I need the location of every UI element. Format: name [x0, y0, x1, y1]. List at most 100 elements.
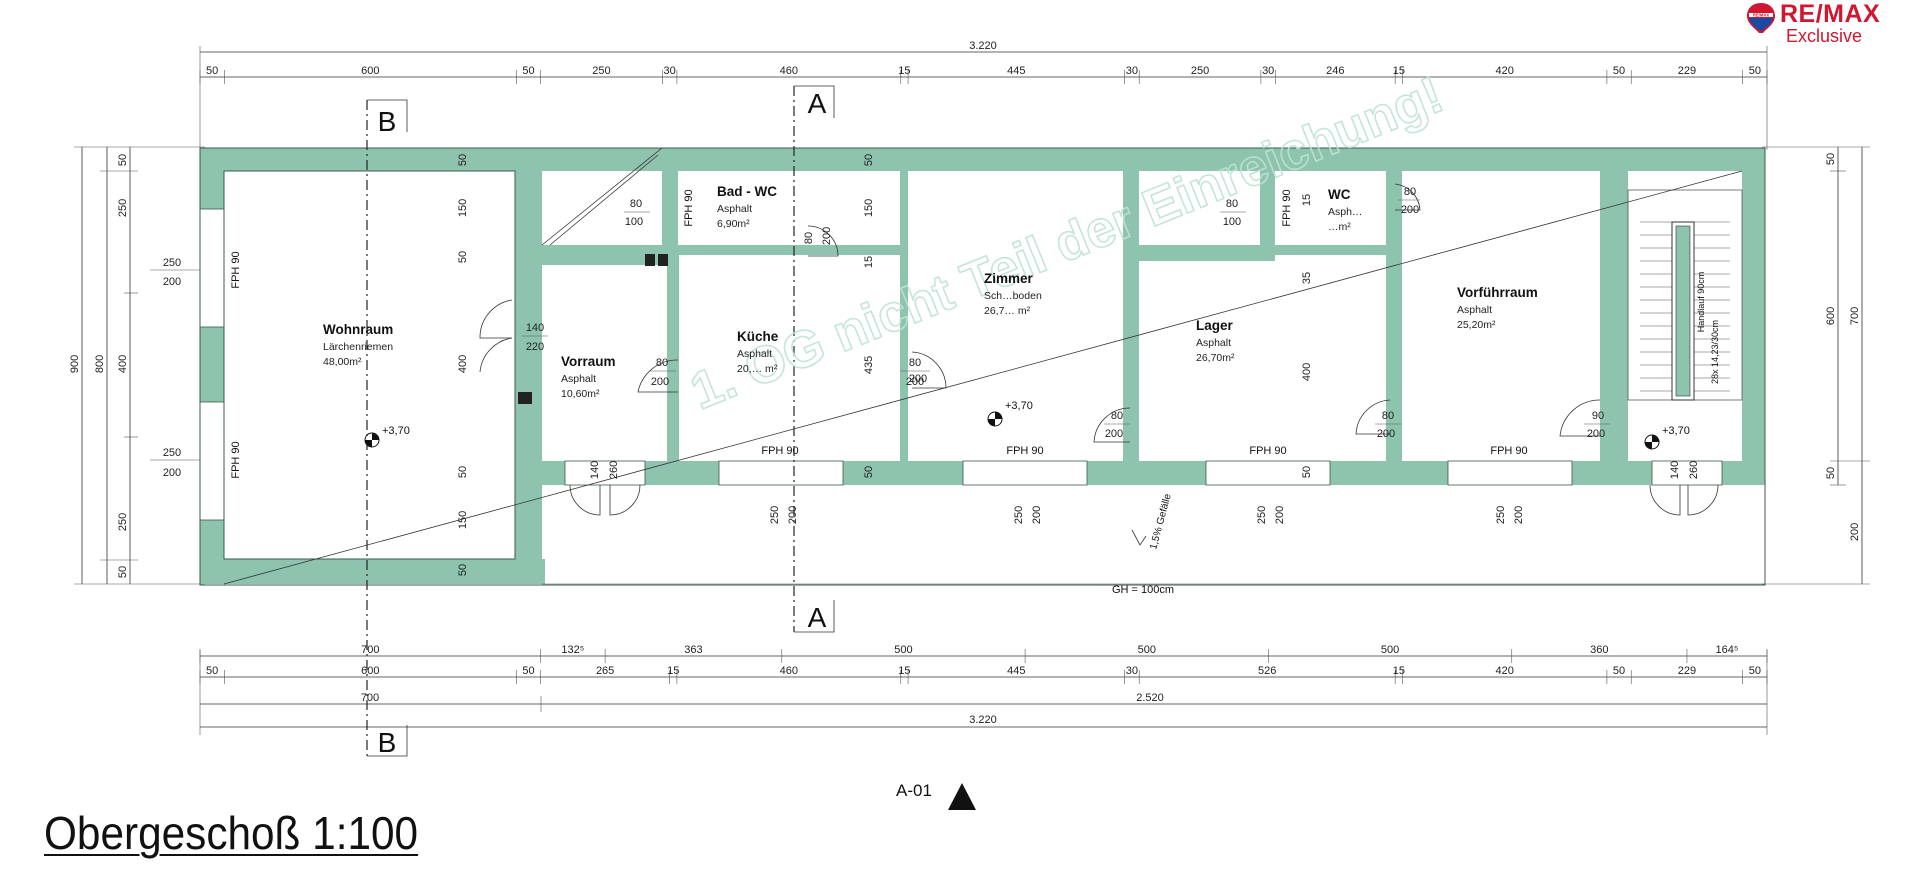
svg-text:Asphalt: Asphalt — [1196, 337, 1231, 349]
brand-sub: Exclusive — [1786, 26, 1863, 46]
svg-text:140: 140 — [526, 322, 544, 334]
right-dimensions: 50 600 50 700 200 — [1762, 146, 1870, 585]
section-mark-b-bottom: B — [378, 727, 397, 758]
chimney-markers — [518, 254, 668, 404]
slope-label: 1,5% Gefälle — [1148, 492, 1174, 551]
bottom-dim-row2-label: 50 — [206, 665, 218, 677]
svg-text:150: 150 — [457, 199, 469, 217]
svg-text:80: 80 — [1111, 410, 1123, 422]
level-wohnraum: +3,70 — [382, 425, 410, 437]
svg-text:80: 80 — [1226, 198, 1238, 210]
svg-text:FPH 90: FPH 90 — [230, 251, 242, 288]
top-dim-label: 50 — [206, 65, 218, 77]
svg-text:80: 80 — [1404, 186, 1416, 198]
svg-text:80: 80 — [656, 357, 668, 369]
room-labels: Wohnraum Lärchenriemen 48,00m² Vorraum A… — [323, 184, 1538, 400]
left-dim-c: 400 — [117, 355, 129, 373]
svg-text:Asphalt: Asphalt — [1457, 304, 1492, 316]
door-dimensions: 140 220 80 200 80 100 80 200 80 200 80 1… — [522, 186, 1610, 440]
svg-text:FPH 90: FPH 90 — [1006, 445, 1043, 457]
left-dim-900: 900 — [69, 355, 81, 373]
level-markers: +3,70 +3,70 +3,70 — [364, 400, 1690, 450]
level-zimmer: +3,70 — [1005, 400, 1033, 412]
section-lines: B B A A — [366, 85, 835, 758]
svg-text:200: 200 — [1274, 506, 1286, 524]
svg-text:Asphalt: Asphalt — [737, 348, 772, 360]
left-window-dim-2a: 250 — [163, 447, 181, 459]
svg-text:250: 250 — [1256, 506, 1268, 524]
top-dim-label: 50 — [522, 65, 534, 77]
svg-text:Bad - WC: Bad - WC — [717, 184, 777, 199]
doors — [479, 183, 1719, 516]
room-bad-wc: Bad - WC Asphalt 6,90m² — [717, 184, 777, 230]
svg-text:FPH 90: FPH 90 — [230, 441, 242, 478]
drawing-title: Obergeschoß 1:100 — [44, 807, 419, 859]
level-stair: +3,70 — [1662, 425, 1690, 437]
svg-text:50: 50 — [863, 154, 875, 166]
left-dim-b: 250 — [117, 199, 129, 217]
svg-text:Wohnraum: Wohnraum — [323, 322, 393, 337]
staircase: Handlauf 90cm 28x 14,23/30cm — [1627, 189, 1743, 401]
svg-text:250: 250 — [1495, 506, 1507, 524]
top-dim-label: 30 — [1262, 65, 1274, 77]
window-labels: FPH 90 FPH 90 FPH 90 FPH 90 FPH 90 FPH 9… — [230, 189, 1528, 478]
svg-text:50: 50 — [457, 466, 469, 478]
bottom-dim-row2-label: 50 — [1749, 665, 1761, 677]
svg-text:400: 400 — [1301, 363, 1313, 381]
bottom-dim-row1-label: 363 — [684, 644, 702, 656]
section-mark-b-top: B — [378, 106, 397, 137]
bottom-dim-row1-label: 500 — [1381, 644, 1399, 656]
svg-text:…m²: …m² — [1328, 221, 1351, 233]
svg-text:260: 260 — [608, 461, 620, 479]
bottom-dim-row1-label: 700 — [361, 644, 379, 656]
bottom-dim-row1-label: 500 — [894, 644, 912, 656]
svg-text:260: 260 — [1688, 461, 1700, 479]
left-window-dim-1b: 200 — [163, 276, 181, 288]
window-openings — [199, 208, 1723, 521]
bottom-dim-row1-label: 500 — [1138, 644, 1156, 656]
svg-text:35: 35 — [1301, 272, 1313, 284]
svg-text:80: 80 — [1382, 410, 1394, 422]
bottom-dim-row2-label: 50 — [522, 665, 534, 677]
bottom-dim-row2-label: 526 — [1258, 665, 1276, 677]
left-dim-800: 800 — [94, 355, 106, 373]
bottom-dim-row2-label: 30 — [1126, 665, 1138, 677]
top-dim-label: 460 — [780, 65, 798, 77]
left-dimensions: 900 800 50 250 400 250 50 250 200 250 20… — [69, 146, 205, 585]
top-dim-label: 50 — [1749, 65, 1761, 77]
svg-text:100: 100 — [625, 216, 643, 228]
svg-text:200: 200 — [909, 373, 927, 385]
bottom-dim-row2-label: 15 — [1393, 665, 1405, 677]
svg-text:Sch…boden: Sch…boden — [984, 290, 1042, 302]
svg-text:150: 150 — [863, 199, 875, 217]
svg-text:400: 400 — [457, 355, 469, 373]
svg-text:200: 200 — [1513, 506, 1525, 524]
right-dim-c: 50 — [1825, 467, 1837, 479]
svg-text:20,… m²: 20,… m² — [737, 363, 778, 375]
svg-text:Lager: Lager — [1196, 318, 1234, 333]
svg-text:50: 50 — [457, 251, 469, 263]
svg-text:200: 200 — [1377, 428, 1395, 440]
bottom-dim-row1-label: 360 — [1590, 644, 1608, 656]
gh-label: GH = 100cm — [1112, 584, 1174, 596]
top-dim-label: 229 — [1678, 65, 1696, 77]
svg-text:200: 200 — [651, 376, 669, 388]
svg-text:FPH 90: FPH 90 — [1249, 445, 1286, 457]
left-dim-e: 50 — [117, 566, 129, 578]
top-dim-label: 250 — [592, 65, 610, 77]
bottom-dim-row1-label: 132⁵ — [561, 644, 584, 656]
svg-text:80: 80 — [630, 198, 642, 210]
bottom-dim-2520: 2.520 — [1136, 692, 1164, 704]
svg-text:26,7… m²: 26,7… m² — [984, 305, 1031, 317]
svg-text:435: 435 — [863, 356, 875, 374]
svg-text:200: 200 — [906, 376, 924, 388]
top-dim-label: 420 — [1496, 65, 1514, 77]
svg-text:50: 50 — [863, 466, 875, 478]
svg-text:50: 50 — [457, 564, 469, 576]
north-arrow-icon — [948, 783, 976, 810]
left-window-dim-2b: 200 — [163, 467, 181, 479]
sill-dimensions: 250 200 250 200 250 200 250 200 — [769, 506, 1525, 524]
bottom-dim-row2-label: 50 — [1613, 665, 1625, 677]
